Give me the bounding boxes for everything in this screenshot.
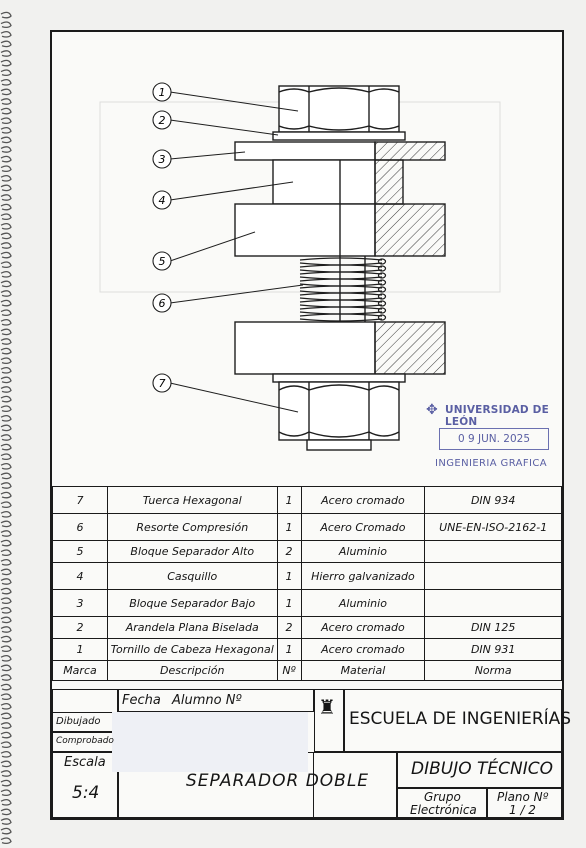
cell-marca: 3	[52, 589, 108, 617]
plano-value: 1 / 2	[509, 803, 536, 817]
escala-value: 5:4	[72, 783, 100, 803]
cell-descripcion: Tornillo de Cabeza Hexagonal	[106, 638, 278, 661]
block-low	[234, 141, 376, 161]
cell-material: Aluminio	[300, 540, 426, 563]
cell-norma: UNE-EN-ISO-2162-1	[424, 513, 562, 541]
cell-material: Acero cromado	[300, 638, 426, 661]
washer-top	[272, 131, 406, 141]
university-stamp: ✥ UNIVERSIDAD DE LEÓN 0 9 JUN. 2025 INGE…	[423, 398, 565, 480]
cell-norma: DIN 934	[424, 486, 562, 514]
header-material: Material	[300, 660, 426, 681]
compression-spring	[299, 257, 387, 322]
cell-n: 1	[276, 638, 302, 661]
balloon-label-1: 1	[159, 86, 166, 99]
bushing	[272, 159, 376, 205]
balloon-6	[152, 293, 172, 313]
subject-name: DIBUJO TÉCNICO	[411, 759, 553, 779]
escala-label: Escala	[64, 755, 106, 770]
stamp-date: 0 9 JUN. 2025	[439, 428, 549, 450]
balloon-label-7: 7	[159, 377, 166, 390]
cell-marca: 4	[52, 562, 108, 590]
cell-marca: 2	[52, 616, 108, 639]
balloon-label-6: 6	[159, 297, 166, 310]
header-norma: Norma	[424, 660, 562, 681]
cell-material: Acero cromado	[300, 616, 426, 639]
cell-marca: 1	[52, 638, 108, 661]
cell-marca: 6	[52, 513, 108, 541]
block-high-bottom	[234, 321, 376, 375]
seal-icon: ✥	[426, 402, 438, 418]
cell-material: Acero Cromado	[300, 513, 426, 541]
redacted-names	[112, 712, 308, 772]
comprobado-label: Comprobado	[56, 736, 114, 746]
cell-material: Aluminio	[300, 589, 426, 617]
cell-n: 1	[276, 486, 302, 514]
cell-descripcion: Tuerca Hexagonal	[106, 486, 278, 514]
grupo-value: Electrónica	[410, 803, 477, 817]
fecha-label: Fecha	[122, 693, 161, 708]
cell-norma	[424, 589, 562, 617]
balloon-label-4: 4	[159, 194, 166, 207]
title-block: Fecha Alumno Nº Dibujado Comprobado Esca…	[52, 689, 571, 818]
school-name: ESCUELA DE INGENIERÍAS	[349, 709, 572, 729]
cell-descripcion: Bloque Separador Alto	[106, 540, 278, 563]
cell-norma: DIN 931	[424, 638, 562, 661]
cell-marca: 5	[52, 540, 108, 563]
stamp-line-3: INGENIERIA GRAFICA	[435, 458, 548, 469]
header-n: Nº	[276, 660, 302, 681]
balloon-label-2: 2	[159, 114, 166, 127]
balloon-5	[152, 251, 172, 271]
cell-descripcion: Resorte Compresión	[106, 513, 278, 541]
cell-n: 1	[276, 562, 302, 590]
cell-norma: DIN 125	[424, 616, 562, 639]
cell-material: Hierro galvanizado	[300, 562, 426, 590]
hex-nut	[278, 381, 400, 441]
grupo-label: Grupo	[424, 790, 461, 804]
balloon-3	[152, 149, 172, 169]
block-high-top	[234, 203, 376, 257]
bolt-head	[278, 85, 400, 133]
cell-n: 1	[276, 589, 302, 617]
balloon-1	[152, 82, 172, 102]
spiral-binding	[0, 11, 12, 845]
header-descripcion: Descripción	[106, 660, 278, 681]
balloon-2	[152, 110, 172, 130]
plano-label: Plano Nº	[497, 790, 549, 804]
balloon-label-5: 5	[159, 255, 166, 268]
cell-n: 1	[276, 513, 302, 541]
cell-norma	[424, 562, 562, 590]
cell-descripcion: Bloque Separador Bajo	[106, 589, 278, 617]
alumno-label: Alumno Nº	[172, 693, 242, 708]
washer-bottom	[272, 373, 406, 383]
dibujado-label: Dibujado	[56, 716, 101, 727]
drawing-title: SEPARADOR DOBLE	[186, 771, 370, 791]
balloon-4	[152, 190, 172, 210]
cell-marca: 7	[52, 486, 108, 514]
cell-n: 2	[276, 540, 302, 563]
balloon-label-3: 3	[159, 153, 166, 166]
crest-icon: ♜	[318, 695, 336, 719]
cell-descripcion: Casquillo	[106, 562, 278, 590]
cell-n: 2	[276, 616, 302, 639]
cell-norma	[424, 540, 562, 563]
cell-descripcion: Arandela Plana Biselada	[106, 616, 278, 639]
assembly-drawing: 1 2 3 4 5 6 7	[99, 82, 501, 451]
header-marca: Marca	[52, 660, 108, 681]
stamp-line-1: UNIVERSIDAD DE LEÓN	[445, 404, 549, 428]
balloon-7	[152, 373, 172, 393]
cell-material: Acero cromado	[300, 486, 426, 514]
